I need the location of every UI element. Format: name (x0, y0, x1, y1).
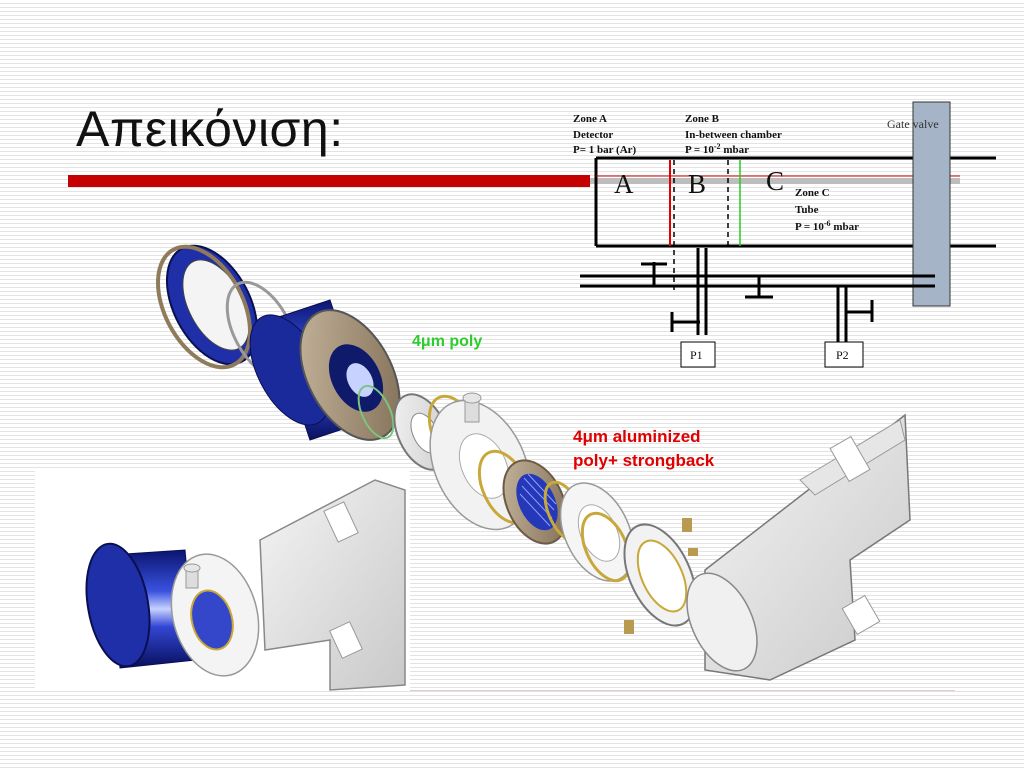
zone-b-title: Zone B (685, 113, 720, 125)
zone-c-letter: C (766, 166, 784, 196)
end-flange (623, 518, 698, 634)
gate-valve (912, 101, 951, 307)
gauge-p1-label: P1 (690, 348, 703, 362)
zone-a-desc: Detector (573, 129, 613, 141)
exploded-assembly (155, 244, 911, 681)
zone-b-desc: In-between chamber (685, 129, 782, 141)
blue-cylinder (249, 299, 401, 441)
assembled-view (85, 479, 406, 691)
gauge-p2-label: P2 (836, 348, 849, 362)
zone-a-letter: A (614, 169, 634, 199)
bottom-divider (410, 690, 955, 691)
zone-c-title: Zone C (795, 187, 830, 199)
assembled-blue-flange (85, 542, 151, 668)
zone-b-pressure: P = 10-2 mbar (685, 142, 749, 156)
title-rule-grey (590, 178, 960, 184)
gold-seal-4 (580, 511, 632, 583)
zone-c-pressure: P = 10-6 mbar (795, 219, 859, 233)
assembled-window (190, 589, 234, 651)
poly-window-ring (357, 384, 395, 440)
zone-a-pressure: P= 1 bar (Ar) (573, 144, 637, 156)
aluminized-label-line2: poly+ strongback (573, 451, 715, 470)
gauge-p1 (680, 341, 716, 368)
zone-a-title: Zone A (573, 113, 607, 125)
title-rule-red (68, 175, 590, 187)
zone-b-letter: B (688, 169, 706, 199)
poly-window-label: 4μm poly (412, 333, 483, 350)
support-plate-left (259, 479, 406, 691)
aluminized-label-line1: 4μm aluminized (573, 427, 701, 446)
aluminized-window-label: 4μm aluminized poly+ strongback (573, 425, 714, 473)
vacuum-schematic: Zone A Detector P= 1 bar (Ar) Zone B In-… (573, 101, 996, 368)
zone-c-desc: Tube (795, 204, 819, 216)
support-plate-right (686, 413, 911, 681)
gauge-p2 (824, 341, 864, 368)
slide-title: Απεικόνιση: (76, 101, 344, 157)
gate-valve-label: Gate valve (887, 117, 939, 131)
